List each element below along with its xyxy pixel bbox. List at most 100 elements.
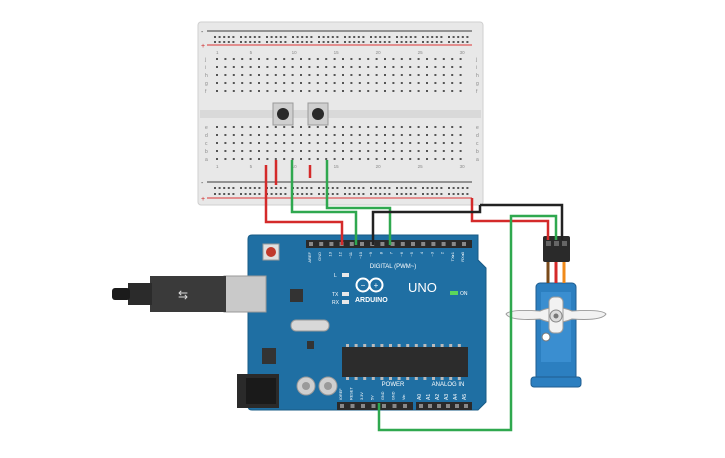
digital-pin-label: 4 (419, 251, 424, 254)
row-letter: i (476, 65, 477, 71)
digital-pin-label: ~9 (368, 251, 373, 256)
digital-pin-label: ~3 (429, 251, 434, 256)
row-letter: g (205, 81, 208, 87)
rail-plus-label-bottom: + (201, 196, 205, 203)
pushbutton-1[interactable] (272, 102, 294, 126)
wire-red-1[interactable] (264, 165, 344, 245)
column-number: 5 (250, 50, 253, 55)
rx-led: RX (332, 300, 349, 306)
digital-pin-label: 7 (389, 251, 394, 254)
column-number: 5 (250, 164, 253, 169)
atmega-chip (342, 347, 468, 377)
row-letter: a (476, 157, 479, 163)
svg-text:ON: ON (460, 291, 468, 297)
wire-green-1[interactable] (290, 160, 358, 245)
tx-led: TX (332, 292, 349, 298)
row-letter: b (476, 149, 479, 155)
row-letter: g (476, 81, 479, 87)
digital-pin-label: 2 (440, 251, 445, 254)
rail-minus-label-bottom: - (201, 180, 204, 187)
column-number: 20 (376, 50, 382, 55)
row-letter: j (475, 57, 477, 63)
power-jack (237, 374, 279, 408)
capacitor-2 (318, 376, 338, 396)
row-letter: e (205, 125, 208, 131)
wire-green-servo[interactable] (377, 214, 558, 432)
column-number: 30 (460, 50, 466, 55)
analog-pin-label: A0 (417, 394, 423, 400)
rail-minus-label: - (201, 29, 204, 36)
analog-pin-label: A4 (453, 394, 459, 400)
pushbutton-2[interactable] (307, 102, 329, 126)
row-letter: d (205, 133, 208, 139)
column-number: 20 (376, 164, 382, 169)
arduino-model-text: UNO (408, 280, 437, 295)
usb-icon: ⇆ (178, 288, 188, 302)
top-rail-holes (214, 36, 469, 43)
column-number: 10 (292, 164, 298, 169)
usb-connector: ⇆ (112, 275, 267, 313)
l-led: L (334, 273, 349, 279)
column-number: 15 (334, 164, 340, 169)
regulator (307, 341, 314, 349)
digital-pin-label: 13 (327, 251, 332, 256)
wire-black-servo[interactable] (480, 203, 564, 240)
digital-pin-label: GND (317, 252, 322, 261)
analog-pin-label: A5 (462, 394, 468, 400)
row-letter: j (204, 57, 206, 63)
digital-pin-label: 12 (338, 251, 343, 256)
column-number: 1 (216, 50, 219, 55)
column-number: 25 (418, 164, 424, 169)
analog-header-label: ANALOG IN (432, 382, 465, 388)
column-number: 15 (334, 50, 340, 55)
svg-text:L: L (334, 273, 337, 279)
voltage-regulator (262, 348, 276, 364)
column-number: 1 (216, 164, 219, 169)
wires (264, 160, 564, 432)
power-pin-label: 3.3V (360, 392, 364, 400)
column-number: 25 (418, 50, 424, 55)
power-pin-label: 5V (371, 395, 375, 400)
row-letter: c (205, 141, 208, 147)
svg-text:−: − (361, 281, 366, 290)
svg-text:RX: RX (332, 300, 340, 306)
on-led: ON (450, 291, 468, 297)
row-letter: i (205, 65, 206, 71)
analog-pin-label: A1 (426, 394, 432, 400)
reset-button[interactable] (262, 243, 280, 261)
svg-text:TX: TX (332, 292, 339, 298)
row-letter: c (476, 141, 479, 147)
capacitor-1 (296, 376, 316, 396)
wire-black-gnd[interactable] (371, 205, 482, 245)
servo-motor[interactable] (505, 236, 607, 388)
power-pin-label: IOREF (339, 388, 343, 400)
row-letter: f (205, 89, 207, 95)
digital-pin-label: AREF (307, 251, 312, 262)
power-pin-label: GND (381, 391, 385, 400)
analog-header[interactable] (416, 402, 472, 410)
row-letter: e (476, 125, 479, 131)
row-letter: b (205, 149, 208, 155)
column-number: 10 (292, 50, 298, 55)
row-letter: h (476, 73, 479, 79)
analog-pin-label: A3 (444, 394, 450, 400)
wire-green-2[interactable] (325, 160, 392, 245)
row-letter: d (476, 133, 479, 139)
column-number: 30 (460, 164, 466, 169)
arduino-logo: − + (355, 277, 384, 293)
digital-pin-label: RX◂0 (460, 251, 465, 262)
analog-pin-label: A2 (435, 394, 441, 400)
power-pin-label: RESET (350, 387, 354, 400)
row-letter: a (205, 157, 208, 163)
crystal (290, 319, 330, 332)
bottom-rail-holes (214, 187, 469, 195)
power-pin-label: GND (392, 391, 396, 400)
power-header-label: POWER (382, 382, 405, 388)
digital-pin-label: TX▸1 (450, 251, 455, 261)
arduino-brand-text: ARDUINO (355, 297, 388, 304)
